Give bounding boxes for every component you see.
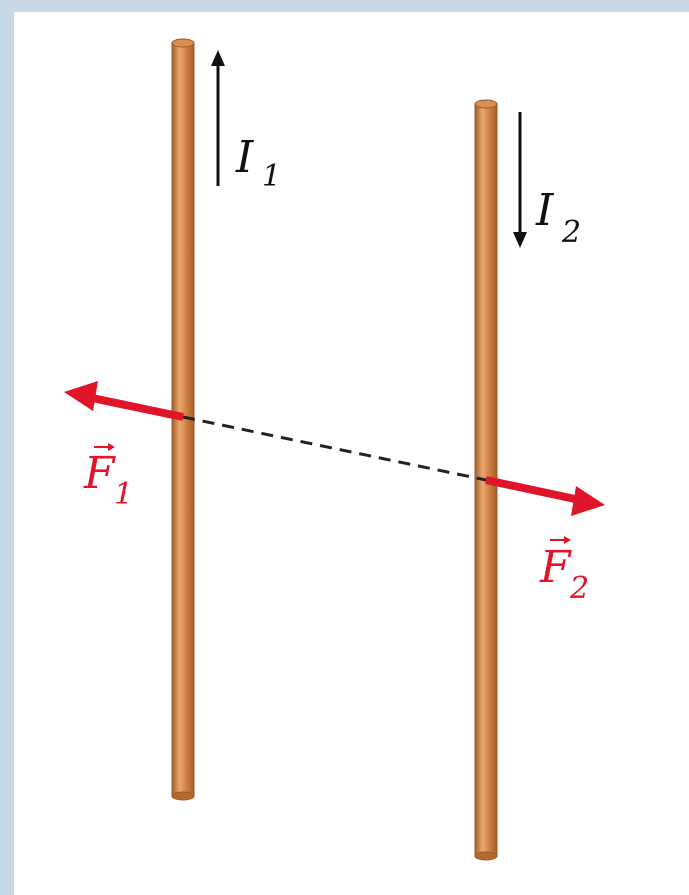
label-force-1-symbol: F xyxy=(83,448,116,499)
label-current-1-symbol: I xyxy=(235,132,255,183)
vector-arrow-icon xyxy=(94,443,115,451)
current-1-arrow-icon xyxy=(211,50,225,186)
force-1-arrow-icon xyxy=(64,381,184,421)
label-current-1-subscript: 1 xyxy=(262,159,281,194)
label-current-2: I 2 xyxy=(535,185,581,250)
label-force-2: F 2 xyxy=(539,536,589,606)
figure-panel xyxy=(14,12,689,895)
label-current-2-symbol: I xyxy=(535,185,555,236)
current-2-arrow-icon xyxy=(513,112,527,248)
separation-dashed-line xyxy=(182,415,487,482)
label-force-2-symbol: F xyxy=(539,542,572,593)
label-force-2-subscript: 2 xyxy=(569,571,589,606)
vector-arrow-icon xyxy=(550,536,571,544)
label-current-2-subscript: 2 xyxy=(561,215,581,250)
force-2-arrow-icon xyxy=(485,476,605,516)
label-force-1: F 1 xyxy=(83,443,133,512)
label-current-1: I 1 xyxy=(235,132,281,194)
label-force-1-subscript: 1 xyxy=(114,477,133,512)
